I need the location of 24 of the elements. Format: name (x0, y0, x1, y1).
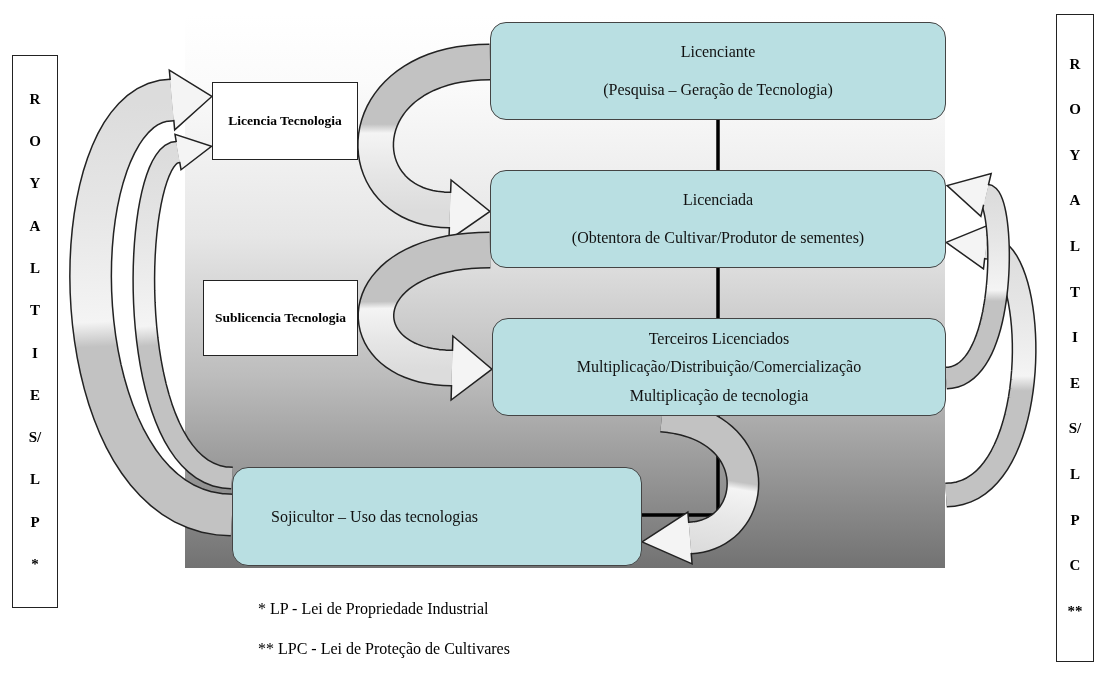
box-title: Licenciante (680, 43, 756, 61)
footnote: ** LPC - Lei de Proteção de Cultivares (258, 640, 510, 658)
box-text: (Pesquisa – Geração de Tecnologia) (603, 81, 833, 99)
vertical-text: ROYALTIES/LP* (27, 89, 43, 574)
label-box (203, 280, 358, 356)
process-box (490, 170, 946, 268)
process-box (232, 467, 642, 566)
process-box (492, 318, 946, 416)
box-text: Sublicencia Tecnologia (215, 310, 346, 326)
connector-line (716, 268, 720, 318)
process-box (490, 22, 946, 120)
box-title: Terceiros Licenciados (648, 329, 790, 348)
box-text: Licencia Tecnologia (228, 113, 342, 129)
vertical-text: ROYALTIES/LPC** (1067, 54, 1083, 621)
label-box (212, 82, 358, 160)
side-banner (12, 55, 58, 608)
footnote: * LP - Lei de Propriedade Industrial (258, 600, 489, 618)
box-text: (Obtentora de Cultivar/Produtor de sementes) (571, 229, 865, 247)
box-text: Sojicultor – Uso das tecnologias (271, 507, 479, 526)
connector-line (716, 120, 720, 170)
box-text: Multiplicação de tecnologia (629, 386, 809, 405)
box-text: Multiplicação/Distribuição/Comercialização (576, 358, 862, 376)
box-title: Licenciada (682, 191, 754, 209)
side-banner (1056, 14, 1094, 662)
